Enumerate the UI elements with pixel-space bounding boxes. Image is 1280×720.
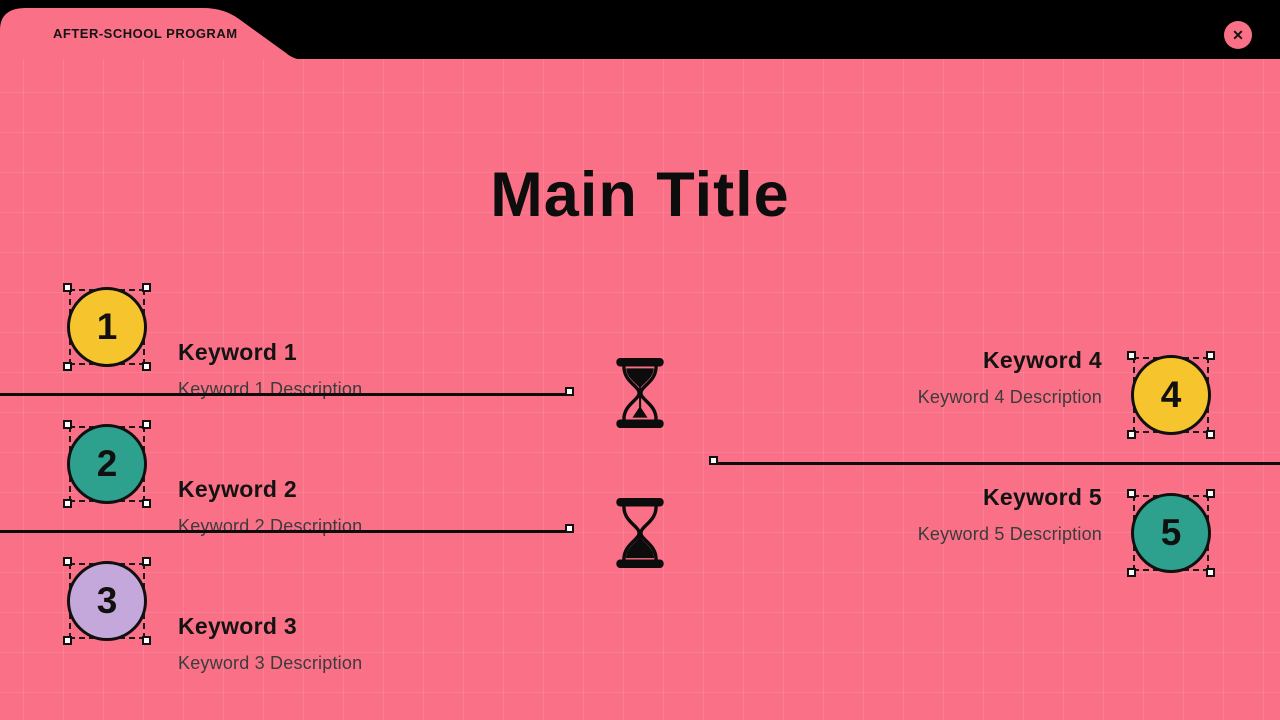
number-circle-5[interactable]: 5	[1131, 493, 1211, 573]
keyword-description[interactable]: Keyword 1 Description	[178, 379, 363, 399]
number-circle-2-selection[interactable]: 2	[63, 420, 151, 508]
selection-handle[interactable]	[1206, 430, 1215, 439]
selection-handle[interactable]	[1127, 351, 1136, 360]
selection-handle[interactable]	[142, 636, 151, 645]
hourglass-sand-top-icon[interactable]	[611, 358, 669, 428]
number-circle-4[interactable]: 4	[1131, 355, 1211, 435]
close-icon: ✕	[1232, 26, 1244, 43]
hourglass-sand-bottom-icon[interactable]	[611, 498, 669, 568]
line-endpoint-handle[interactable]	[565, 387, 574, 396]
selection-handle[interactable]	[63, 420, 72, 429]
selection-handle[interactable]	[1127, 489, 1136, 498]
keyword-description[interactable]: Keyword 3 Description	[178, 653, 363, 673]
keyword-title[interactable]: Keyword 5	[982, 484, 1102, 510]
line-endpoint-handle[interactable]	[709, 456, 718, 465]
keyword-block-5[interactable]: Keyword 5 Keyword 5 Description	[918, 484, 1102, 545]
selection-handle[interactable]	[142, 283, 151, 292]
keyword-description[interactable]: Keyword 2 Description	[178, 516, 363, 536]
keyword-block-1[interactable]: Keyword 1 Keyword 1 Description	[178, 339, 362, 400]
number-circle-3[interactable]: 3	[67, 561, 147, 641]
number-circle-5-selection[interactable]: 5	[1127, 489, 1215, 577]
number-circle-1[interactable]: 1	[67, 287, 147, 367]
selection-handle[interactable]	[142, 557, 151, 566]
circle-number: 4	[1160, 374, 1182, 415]
connector-line-1[interactable]	[0, 387, 574, 396]
keyword-title[interactable]: Keyword 2	[178, 476, 298, 502]
number-circle-1-selection[interactable]: 1	[63, 283, 151, 371]
keyword-title[interactable]: Keyword 3	[178, 613, 298, 639]
keyword-description[interactable]: Keyword 4 Description	[917, 387, 1102, 407]
slide-title[interactable]: Main Title	[490, 160, 790, 230]
close-button[interactable]: ✕	[1224, 21, 1252, 49]
slide-canvas[interactable]: Main Title Keyword 1 Keyword 1 Descripti…	[0, 59, 1280, 720]
tab-label: AFTER-SCHOOL PROGRAM	[53, 26, 238, 41]
connector-line-2[interactable]	[0, 524, 574, 533]
selection-handle[interactable]	[63, 557, 72, 566]
number-circle-2[interactable]: 2	[67, 424, 147, 504]
keyword-description[interactable]: Keyword 5 Description	[917, 524, 1102, 544]
circle-number: 3	[96, 580, 118, 621]
selection-handle[interactable]	[1206, 489, 1215, 498]
selection-handle[interactable]	[63, 283, 72, 292]
keyword-block-3[interactable]: Keyword 3 Keyword 3 Description	[178, 613, 362, 674]
selection-handle[interactable]	[1127, 568, 1136, 577]
number-circle-4-selection[interactable]: 4	[1127, 351, 1215, 439]
selection-handle[interactable]	[142, 420, 151, 429]
circle-number: 2	[96, 443, 118, 484]
selection-handle[interactable]	[142, 499, 151, 508]
folder-tab-shape	[0, 8, 306, 60]
selection-handle[interactable]	[63, 362, 72, 371]
line-endpoint-handle[interactable]	[565, 524, 574, 533]
selection-handle[interactable]	[1127, 430, 1136, 439]
keyword-title[interactable]: Keyword 1	[178, 339, 298, 365]
selection-handle[interactable]	[1206, 351, 1215, 360]
connector-line-3[interactable]	[709, 456, 1280, 465]
selection-handle[interactable]	[63, 636, 72, 645]
keyword-block-2[interactable]: Keyword 2 Keyword 2 Description	[178, 476, 362, 537]
circle-number: 1	[96, 306, 118, 347]
circle-number: 5	[1160, 512, 1182, 553]
selection-handle[interactable]	[1206, 568, 1215, 577]
keyword-block-4[interactable]: Keyword 4 Keyword 4 Description	[918, 347, 1102, 408]
number-circle-3-selection[interactable]: 3	[63, 557, 151, 645]
keyword-title[interactable]: Keyword 4	[982, 347, 1102, 373]
selection-handle[interactable]	[142, 362, 151, 371]
selection-handle[interactable]	[63, 499, 72, 508]
